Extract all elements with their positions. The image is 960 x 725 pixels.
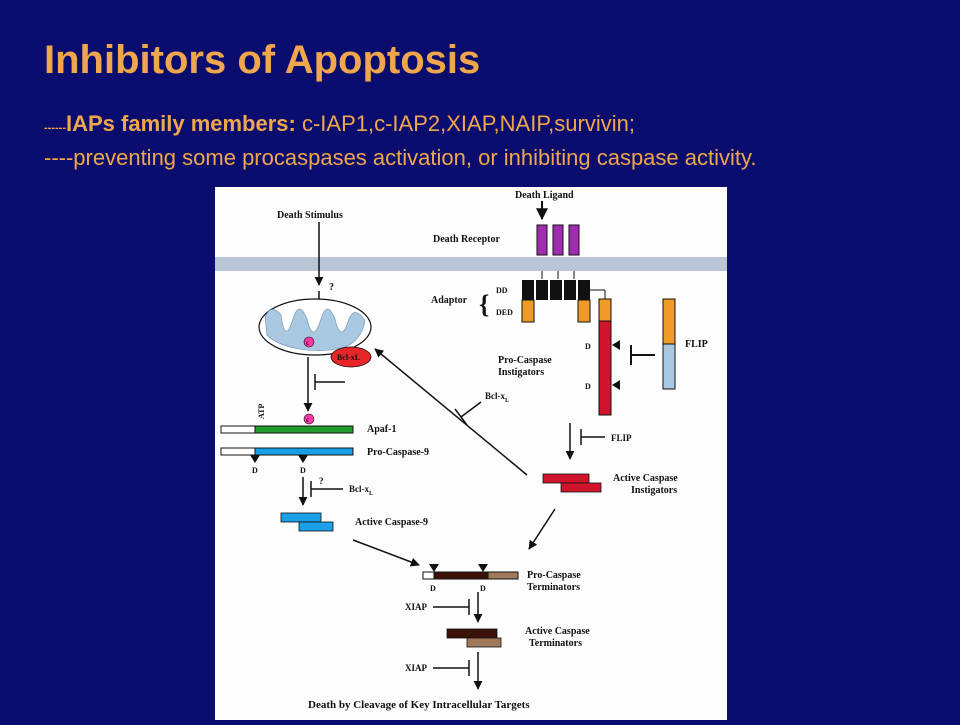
death-ligand-label: Death Ligand xyxy=(515,190,574,201)
active-caspase-instigators-label: Active Caspase xyxy=(613,473,678,484)
flip-bar xyxy=(662,298,676,390)
bcl-xl-mito-blob xyxy=(330,346,372,368)
pro-caspase-terminators-label-2: Terminators xyxy=(527,582,580,593)
pro-caspase9-label: Pro-Caspase-9 xyxy=(367,447,429,458)
cytochrome-c-marker xyxy=(303,336,315,348)
atp-label: ATP xyxy=(257,403,266,419)
pro-caspase9-bar xyxy=(254,447,354,456)
cleavage-site-d: D xyxy=(430,584,436,593)
active-caspase-instigators-shape xyxy=(542,473,602,493)
bcl-x-instigator-label: Bcl-xL xyxy=(485,391,509,404)
dd-label: DD xyxy=(496,286,508,295)
question-mark: ? xyxy=(329,282,334,293)
xiap-label: XIAP xyxy=(405,602,428,612)
active-caspase-instigators-label-2: Instigators xyxy=(631,485,677,496)
pro-caspase-instigators-label-2: Instigators xyxy=(498,367,544,378)
cleavage-marker xyxy=(478,564,488,572)
cleavage-site-d: D xyxy=(300,466,306,475)
active-caspase-terminators-shape xyxy=(446,628,502,648)
flip-instigator-label: FLIP xyxy=(611,433,632,443)
active-caspase-terminators-label-2: Terminators xyxy=(529,638,582,649)
ded-label: DED xyxy=(496,308,513,317)
pro-caspase-instigators-label: Pro-Caspase xyxy=(498,355,552,366)
pro-caspase9-bar-empty xyxy=(220,447,256,456)
bcl-x-caspase9-label: Bcl-xL xyxy=(349,484,373,497)
cell-membrane xyxy=(215,257,727,271)
cleavage-marker xyxy=(612,340,620,350)
cytochrome-c-marker xyxy=(303,413,315,425)
cleavage-marker xyxy=(612,380,620,390)
instigator-to-mito-arrow xyxy=(374,348,528,476)
iap-members-label: IAPs family members: xyxy=(65,111,296,136)
cleavage-site-d: D xyxy=(252,466,258,475)
apaf1-bar-empty xyxy=(220,425,256,434)
receptor-subunit xyxy=(536,224,548,256)
caspase9-to-terminator-arrow xyxy=(352,539,420,567)
adaptor-label: Adaptor xyxy=(431,295,468,306)
adaptor-brace: { xyxy=(479,290,489,319)
receptor-subunit xyxy=(552,224,564,256)
iap-members-list: c-IAP1,c-IAP2,XIAP,NAIP,survivin; xyxy=(295,111,635,136)
bcl-instigator-inhibit-line xyxy=(460,401,482,418)
iap-function-line: ----preventing some procaspases activati… xyxy=(44,145,757,170)
cleavage-site-d: D xyxy=(585,382,591,391)
receptor-subunit xyxy=(568,224,580,256)
mitochondrial-cristae xyxy=(264,308,366,351)
question-mark: ? xyxy=(319,476,324,486)
active-caspase-terminators-label: Active Caspase xyxy=(525,626,590,637)
apoptosis-pathway-figure: Death Ligand Death Receptor Adaptor { DD… xyxy=(215,187,727,720)
cleavage-marker xyxy=(250,455,260,463)
active-caspase9-label: Active Caspase-9 xyxy=(355,517,428,528)
flip-label: FLIP xyxy=(685,339,708,350)
slide-title: Inhibitors of Apoptosis xyxy=(44,38,481,82)
death-receptor-label: Death Receptor xyxy=(433,234,500,245)
cleavage-site-d: D xyxy=(585,342,591,351)
iap-members-line: ------IAPs family members: c-IAP1,c-IAP2… xyxy=(44,111,635,137)
active-caspase9-shape xyxy=(280,512,334,532)
death-by-cleavage-label: Death by Cleavage of Key Intracellular T… xyxy=(308,699,530,711)
cleavage-site-d: D xyxy=(480,584,486,593)
cytochrome-c-letter: c xyxy=(306,339,309,347)
apaf1-bar xyxy=(254,425,354,434)
pro-caspase-terminators-label: Pro-Caspase xyxy=(527,570,581,581)
adaptor-complex xyxy=(521,280,591,323)
cleavage-marker xyxy=(298,455,308,463)
death-stimulus-label: Death Stimulus xyxy=(277,210,343,221)
pro-caspase-terminator-bar xyxy=(422,571,519,580)
apaf1-label: Apaf-1 xyxy=(367,424,396,435)
instigator-to-terminator-arrow xyxy=(528,508,556,550)
bcl-xl-mito-label: Bcl-xL xyxy=(337,353,360,362)
xiap-label: XIAP xyxy=(405,663,428,673)
apoptosis-pathway-diagram: Death Ligand Death Receptor Adaptor { DD… xyxy=(215,190,727,711)
cleavage-marker xyxy=(429,564,439,572)
pro-caspase-instigator-bar xyxy=(598,298,612,416)
cytochrome-c-letter: c xyxy=(306,416,309,424)
bcl-instigator-inhibit-bar xyxy=(454,408,468,426)
dash-prefix: ------ xyxy=(44,122,66,134)
